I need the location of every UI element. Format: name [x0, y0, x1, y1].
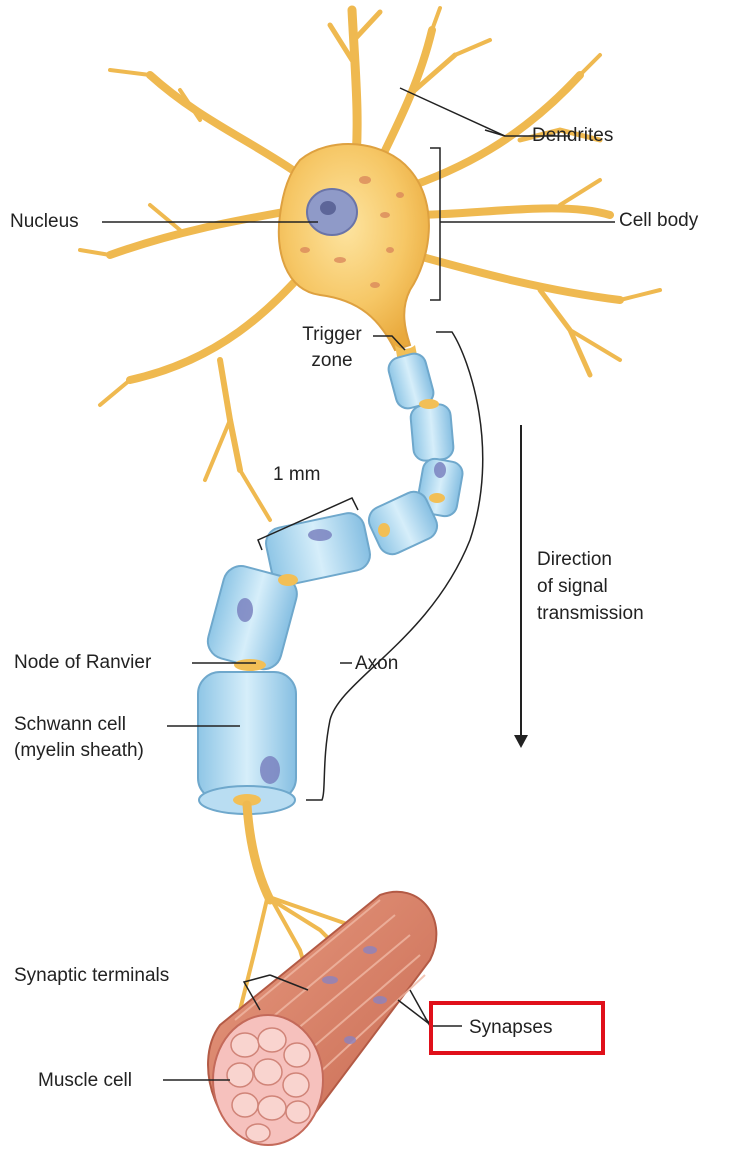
label-cell-body: Cell body: [619, 209, 698, 233]
cell-body-shape: [279, 144, 429, 350]
label-nucleus: Nucleus: [10, 210, 79, 234]
direction-arrow: [514, 425, 528, 748]
label-dendrites: Dendrites: [532, 124, 613, 148]
label-schwann-line1: Schwann cell: [14, 713, 126, 737]
label-synapses: Synapses: [469, 1016, 552, 1040]
label-direction-line1: Direction: [537, 548, 612, 572]
label-scale: 1 mm: [273, 463, 321, 487]
label-synaptic-terminals: Synaptic terminals: [14, 964, 169, 988]
label-axon: Axon: [355, 652, 398, 676]
label-schwann-line2: (myelin sheath): [14, 739, 144, 763]
myelin-sheath: [198, 351, 464, 800]
label-direction-line3: transmission: [537, 602, 644, 626]
label-trigger-zone-line1: Trigger: [292, 323, 372, 347]
label-muscle-cell: Muscle cell: [38, 1069, 132, 1093]
label-node-of-ranvier: Node of Ranvier: [14, 651, 151, 675]
label-trigger-zone-line2: zone: [292, 349, 372, 373]
label-direction-line2: of signal: [537, 575, 608, 599]
